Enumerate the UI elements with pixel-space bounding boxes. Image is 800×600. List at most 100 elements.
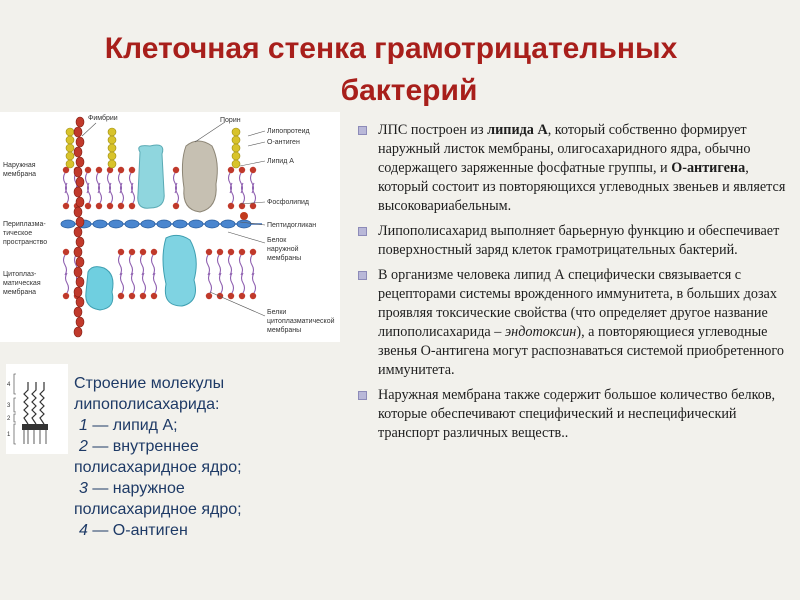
phospholipid-tail [119,272,125,294]
bullet-list: ЛПС построен из липида А, который собств… [358,121,794,449]
lps-caption-item-4: 4 — О-антиген [74,520,274,541]
bullet-text: Липополисахарид выполняет барьерную функ… [378,222,794,260]
label-peptidoglycan: Пептидогликан [267,222,316,229]
bullet-text-part: Липополисахарид выполняет барьерную функ… [378,223,780,258]
phospholipid-head [150,292,158,300]
o-antigen-unit [107,143,117,153]
o-antigen-unit [107,135,117,145]
lps-caption-item-2-cont: полисахаридное ядро; [74,459,242,476]
lps-caption-item-3: 3 — наружное [74,478,274,499]
lps-number-4: 4 [7,382,11,388]
diagram-background [0,112,340,342]
bullet-item: Наружная мембрана также содержит большое… [358,386,794,443]
fimbria-unit [75,276,85,288]
lps-lipid-tails [23,430,47,444]
fimbria-unit [75,116,85,128]
peptidoglycan-unit [204,219,220,229]
fimbria-unit [75,316,85,328]
phospholipid-head [128,292,136,300]
phospholipid-head [249,166,257,174]
peptidoglycan-unit [108,219,124,229]
phospholipid-tail [240,272,246,294]
label-pointers [81,121,266,317]
phospholipid-tail [229,272,235,294]
phospholipid-tail [207,272,213,294]
lps-item-1-text: — липид А; [87,417,178,434]
lps-lipid-block [22,424,48,430]
peptidoglycan-unit [236,219,252,229]
o-antigen-unit [65,127,75,137]
phospholipid-head [128,248,136,256]
phospholipid-head [172,202,180,210]
porin-protein [137,144,165,209]
lps-item-2-number: 2 [79,438,88,455]
phospholipid-head [62,248,70,256]
phospholipid-head [139,292,147,300]
bullet-text: В организме человека липид А специфическ… [378,266,794,380]
bullet-text-part: О-антигена [671,160,746,176]
label-outer-membrane-protein-3: мембраны [267,254,301,262]
pointer-lipid-a [239,160,266,167]
label-cytoplasmic-membrane-2: матическая [3,280,41,287]
fimbria-unit [75,296,85,308]
label-outer-membrane-2: мембрана [3,170,36,178]
lps-caption: Строение молекулы липополисахарида: 1 — … [74,373,274,541]
outer-membrane-protein [181,140,218,213]
o-antigen-unit [107,159,117,169]
phospholipid-tail [86,182,92,204]
phospholipid-head [117,166,125,174]
o-antigen-unit [65,135,75,145]
fimbria-unit [75,216,85,228]
lps-item-4-text: — О-антиген [87,522,188,539]
pointer-lipoprotein [247,130,266,137]
pointer-o-antigen [247,141,266,147]
phospholipid-tail [108,182,114,204]
lps-chain-3 [39,382,45,425]
lps-item-4-number: 4 [79,522,88,539]
bullet-text-part: В организме человека липид А специфическ… [378,267,777,340]
label-cytoplasmic-proteins-3: мембраны [267,326,301,334]
phospholipid-head [205,248,213,256]
lps-chain-1 [23,382,29,425]
phospholipid-head [106,166,114,174]
label-periplasm-3: пространство [3,239,47,246]
pointer-cytoplasmic-proteins [209,291,266,317]
cytoplasmic-membrane-protein-1 [85,266,114,311]
phospholipid-head [216,292,224,300]
label-phospholipid: Фосфолипид [267,199,309,206]
lps-number-2: 2 [7,416,11,422]
pointer-porin [194,121,226,143]
phospholipid-head [84,166,92,174]
o-antigen-unit [231,159,241,169]
cytoplasmic-membrane-protein-2 [162,234,197,307]
lps-brackets [13,373,16,445]
o-antigen-unit [65,143,75,153]
bullet-text: Наружная мембрана также содержит большое… [378,386,794,443]
phospholipid-tail [218,272,224,294]
pointer-outer-membrane-protein [227,231,266,244]
phospholipid-tail [227,254,233,276]
label-periplasm-2: тическое [3,230,32,237]
o-antigen-unit [231,151,241,161]
phospholipid-tail [249,254,255,276]
label-periplasm-1: Периплазма- [3,221,46,228]
lps-molecule-figure: 4 3 2 1 [6,364,68,454]
phospholipid-head [238,248,246,256]
phospholipid-tail [64,272,70,294]
pointer-fimbrii [81,122,97,137]
phospholipid-head [117,248,125,256]
o-antigen-unit [107,127,117,137]
label-lipoprotein: Липопротеид [267,128,310,135]
fimbria-unit [73,286,83,298]
phospholipid-tail [205,254,211,276]
lps-item-3-number: 3 [79,480,88,497]
peptidoglycan-unit [60,219,76,229]
fimbria-unit [73,326,83,338]
lps-number-1: 1 [7,432,11,438]
bullet-item: Липополисахарид выполняет барьерную функ… [358,222,794,260]
fimbria-unit [73,126,83,138]
slide-title-line-1: Клеточная стенка грамотрицательных [104,32,678,65]
lps-figure-background [6,364,68,454]
lps-caption-heading-1: Строение молекулы [74,375,225,392]
label-outer-membrane-1: Наружная [3,162,36,169]
